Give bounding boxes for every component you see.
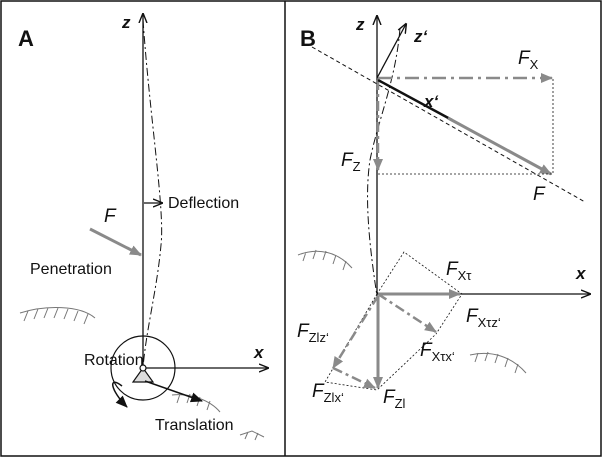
fx-tau-label: FXτ: [446, 259, 472, 283]
penetration-label: Penetration: [30, 261, 112, 278]
fzl-z-label: FZlz‘: [297, 321, 329, 345]
soil-hatch-a1: [19, 307, 96, 325]
panel-a-force-arrow: [89, 227, 142, 257]
fzl-z-arrow: [331, 295, 380, 369]
fx-tau-x-label: FXτx‘: [420, 340, 455, 364]
resultant-force-dark: [377, 78, 453, 122]
translation-arrow: [144, 380, 203, 403]
lower-construction: [324, 251, 463, 391]
soil-hatch-a2: [171, 393, 221, 413]
panel-b-z-prime-label: z‘: [413, 27, 428, 46]
panel-a-z-label: z: [121, 13, 131, 32]
soil-hatch-b2: [469, 351, 527, 374]
rotation-label: Rotation: [84, 352, 144, 369]
pin-joint: [139, 364, 147, 372]
panel-b-x-label: x: [575, 264, 587, 283]
deflection-curve: [142, 19, 163, 369]
fx-label: FX: [518, 48, 539, 72]
panel-a: A z x Deflection F Penetration Rotation …: [18, 13, 268, 441]
panel-b-deflection-curve: [367, 27, 401, 297]
panel-b-z-label: z: [355, 15, 365, 34]
resultant-force-label: F: [533, 184, 546, 205]
fx-tau-z-label: FXτz‘: [466, 306, 501, 330]
resultant-force-arrow: [447, 116, 552, 176]
soil-hatch-a3: [239, 430, 265, 441]
fzl-x-label: FZlx‘: [312, 381, 344, 405]
fzl-x-arrow: [332, 366, 376, 390]
panel-a-x-label: x: [253, 343, 265, 362]
deflection-label: Deflection: [168, 195, 239, 212]
panel-a-force-label: F: [104, 206, 117, 227]
panel-b: B z z‘ x‘ FX FZ F x FXτ: [297, 15, 590, 411]
rotation-arrow: [112, 381, 128, 408]
rotation-circle: [110, 335, 176, 401]
translation-label: Translation: [155, 417, 234, 434]
fx-tau-z-arrow: [377, 292, 437, 334]
panel-b-z-prime-axis: [376, 24, 406, 79]
soil-hatch-b1: [297, 249, 353, 271]
panel-b-letter: B: [300, 26, 316, 51]
panel-b-x-prime-line: [311, 46, 586, 203]
pin-support: [131, 366, 155, 383]
panel-a-letter: A: [18, 26, 34, 51]
fzl-label: FZl: [383, 387, 406, 411]
fz-label: FZ: [341, 150, 361, 174]
